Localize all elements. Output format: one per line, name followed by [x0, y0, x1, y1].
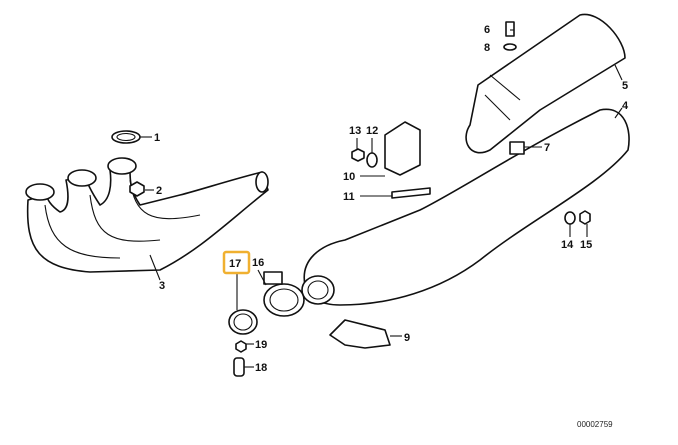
washer-part-14 [564, 211, 576, 225]
callout-8[interactable]: 8 [484, 42, 490, 54]
washer-part-12 [366, 152, 378, 168]
nut-part-15 [579, 210, 591, 225]
leader-lines [140, 29, 623, 368]
callout-4[interactable]: 4 [622, 100, 629, 112]
nut-part-19 [235, 340, 247, 353]
callout-1[interactable]: 1 [154, 132, 160, 144]
callout-5[interactable]: 5 [622, 80, 628, 92]
bolt-part-6 [505, 21, 515, 37]
callout-15[interactable]: 15 [580, 239, 592, 251]
bracket-part-10 [384, 121, 421, 176]
exhaust-header-part-3 [25, 157, 269, 273]
washer-part-8 [503, 43, 517, 51]
callout-13[interactable]: 13 [349, 125, 361, 137]
clamp-part-16 [263, 271, 305, 317]
bolt-part-18 [233, 357, 245, 377]
highlight-box-17 [222, 250, 251, 275]
muffler-part-4 [301, 108, 630, 306]
callout-11[interactable]: 11 [343, 191, 355, 203]
callout-10[interactable]: 10 [343, 171, 355, 183]
nut-part-2 [129, 181, 145, 197]
callout-6[interactable]: 6 [484, 24, 490, 36]
callout-2[interactable]: 2 [156, 185, 162, 197]
gasket-part-1 [111, 130, 141, 144]
sleeve-part-17 [228, 309, 258, 335]
callout-14[interactable]: 14 [561, 239, 574, 251]
callout-9[interactable]: 9 [404, 332, 410, 344]
callout-17[interactable]: 17 [229, 258, 241, 270]
nut-part-13 [351, 148, 365, 162]
clip-nut-part-7 [509, 141, 525, 155]
heat-shield-part-5 [465, 13, 626, 154]
callout-12[interactable]: 12 [366, 125, 378, 137]
callout-3[interactable]: 3 [159, 280, 165, 292]
callout-16[interactable]: 16 [252, 257, 264, 269]
drawing-code: 00002759 [577, 420, 613, 429]
bolt-part-11 [391, 187, 431, 199]
callout-18[interactable]: 18 [255, 362, 267, 374]
callout-7[interactable]: 7 [544, 142, 550, 154]
callout-19[interactable]: 19 [255, 339, 267, 351]
hanger-part-9 [329, 319, 391, 349]
